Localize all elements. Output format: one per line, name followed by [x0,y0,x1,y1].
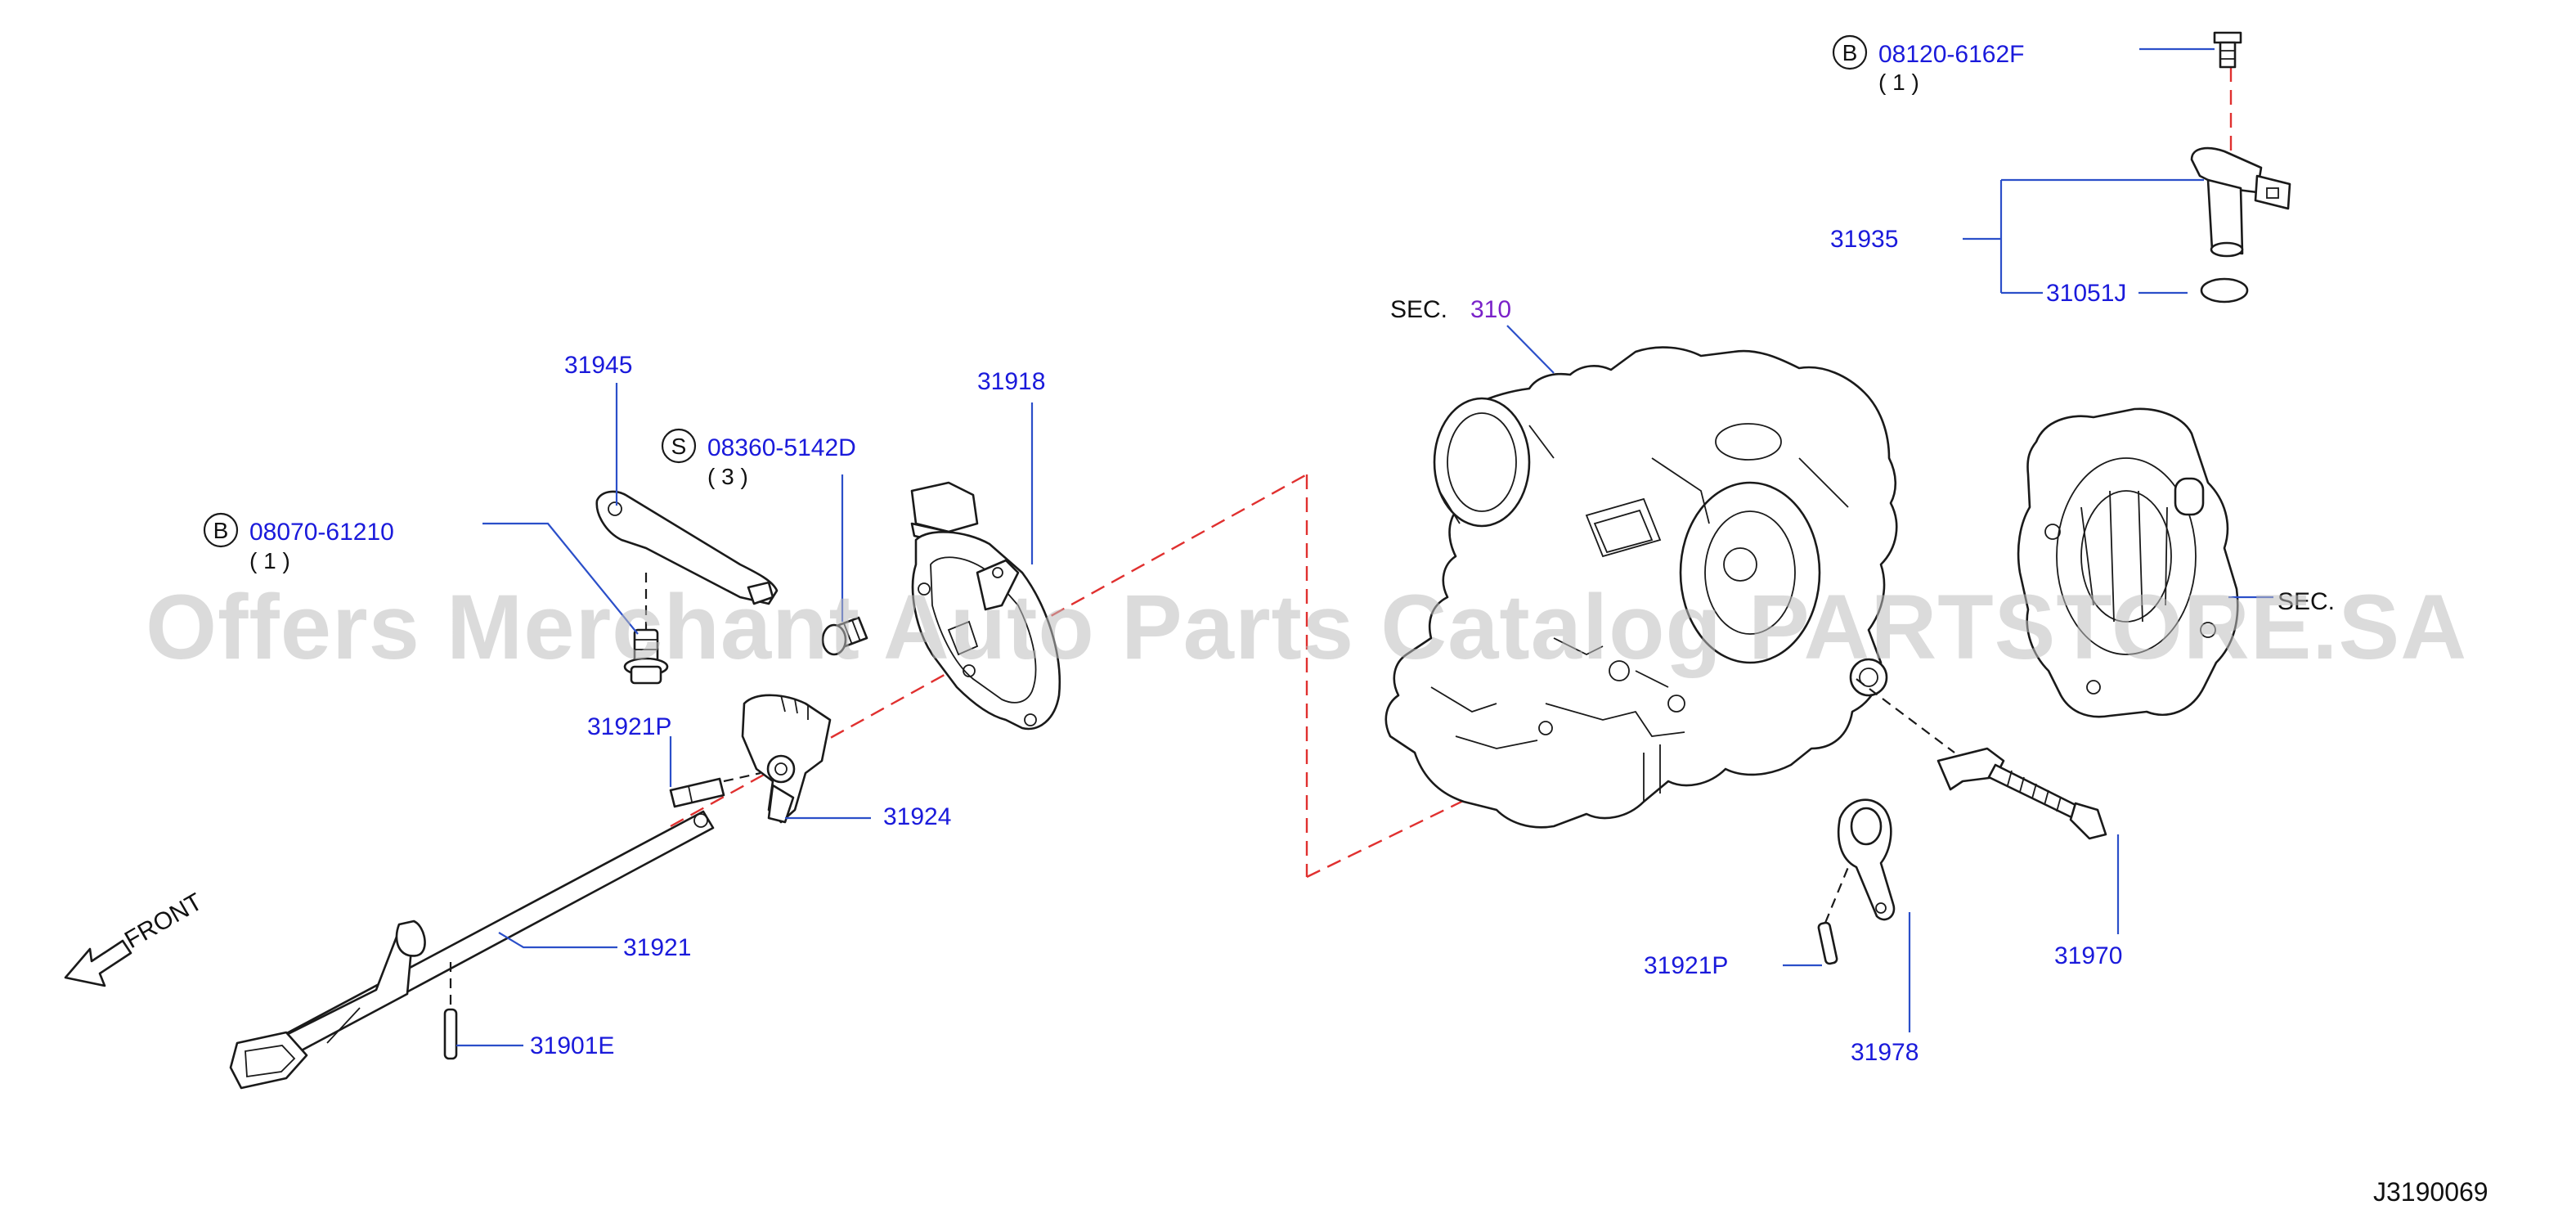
callout-31921p-left[interactable]: 31921P [587,713,671,740]
front-direction-indicator: FRONT [64,888,207,987]
callout-31921[interactable]: 31921 [623,934,691,961]
callout-31918[interactable]: 31918 [977,368,1045,395]
bolt-08070-61210 [623,628,669,685]
pin-31921p-right [1817,866,1850,965]
fastener-bolt-top: B 08120-6162F ( 1 ) [1832,34,2024,95]
bolt-left-marker: B [213,518,229,543]
watermark: Offers Merchant Auto Parts Catalog PARTS… [146,576,2467,678]
leader-lines [456,47,2273,1047]
front-label: FRONT [120,888,207,954]
bolt-left-qty: ( 1 ) [249,548,290,573]
callout-31935[interactable]: 31935 [1830,226,1898,253]
callout-31945[interactable]: 31945 [564,352,632,379]
lever-31978 [1837,798,1896,921]
screw-qty: ( 3 ) [707,464,748,489]
callout-31901e[interactable]: 31901E [530,1032,614,1059]
bracket-31945 [595,490,779,634]
fastener-bolt-left: B 08070-61210 ( 1 ) [203,512,394,573]
bolt-left-part-number[interactable]: 08070-61210 [249,519,394,546]
section-number[interactable]: 310 [1470,296,1511,323]
section-reference-right[interactable]: SEC. [2278,588,2335,615]
section-prefix: SEC. [1390,296,1447,323]
fastener-screw: S 08360-5142D ( 3 ) [661,428,856,489]
diagram-code: J3190069 [2373,1177,2488,1207]
sensor-31970 [1856,678,2107,840]
screw-part-number[interactable]: 08360-5142D [707,434,856,461]
bolt-top-part-number[interactable]: 08120-6162F [1878,41,2024,68]
inhibitor-switch-31918 [910,481,1061,731]
pin-31901e [443,962,458,1060]
manual-lever-31924 [741,694,832,824]
bolt-top-qty: ( 1 ) [1878,70,1919,95]
speed-sensor-31935 [2190,31,2291,304]
control-rod-31921 [229,810,715,1090]
callout-31978[interactable]: 31978 [1851,1039,1919,1066]
front-arrow-icon [64,939,132,987]
transmission-case [1384,346,1898,829]
bolt-top-marker: B [1842,40,1858,65]
callout-labels: 31945 31918 31921P 31924 31921 31901E 31… [530,226,2126,1066]
screw-marker: S [671,434,687,459]
callout-31051j[interactable]: 31051J [2046,280,2126,307]
side-cover [2017,407,2239,718]
screw-08360-5142d [821,616,868,656]
callout-31970[interactable]: 31970 [2054,942,2122,969]
callout-31921p-right[interactable]: 31921P [1644,952,1728,979]
pin-31921p-left [669,771,761,808]
callout-31924[interactable]: 31924 [883,803,951,830]
section-reference-310[interactable]: SEC. 310 [1390,296,1511,323]
